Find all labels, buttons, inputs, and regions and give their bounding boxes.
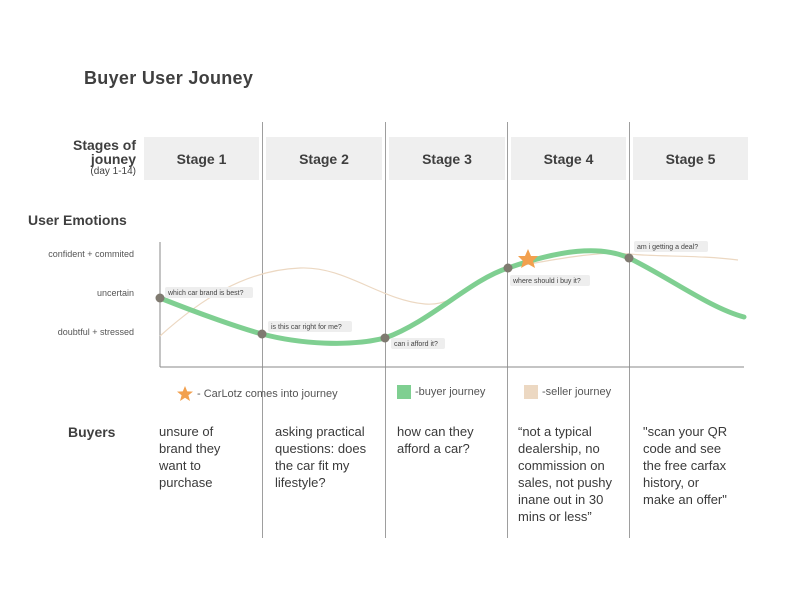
legend-carlotz-label: - CarLotz comes into journey <box>197 388 338 400</box>
annotation-where-buy: where should i buy it? <box>512 278 581 285</box>
emotions-label: User Emotions <box>28 212 127 228</box>
buyer-stage-4-text: “not a typical dealership, no commission… <box>518 423 628 525</box>
page-title: Buyer User Jouney <box>84 68 254 88</box>
journey-point <box>155 293 165 303</box>
text-line: purchase <box>159 475 213 490</box>
text-line: "scan your QR <box>643 424 728 439</box>
seller-swatch <box>524 385 538 399</box>
text-line: lifestyle? <box>275 475 326 490</box>
annotation-deal: am i getting a deal? <box>637 244 698 251</box>
legend-seller-label: -seller journey <box>542 386 612 398</box>
legend-buyer-label: -buyer journey <box>415 386 486 398</box>
text-line: sales, not pushy <box>518 475 612 490</box>
journey-point <box>624 253 634 263</box>
buyer-stage-3-text: how can they afford a car? <box>397 423 505 457</box>
legend-seller: -seller journey <box>524 385 611 399</box>
legend-carlotz: - CarLotz comes into journey <box>176 385 338 403</box>
buyer-stage-1-text: unsure of brand they want to purchase <box>159 423 259 491</box>
legend-buyer: -buyer journey <box>397 385 485 399</box>
star-icon <box>177 386 193 401</box>
stage-divider <box>507 122 508 538</box>
y-level-confident: confident + commited <box>48 249 134 259</box>
text-line: mins or less” <box>518 509 592 524</box>
journey-point <box>257 329 267 339</box>
y-level-uncertain: uncertain <box>96 288 134 298</box>
text-line: the car fit my <box>275 458 350 473</box>
stage-1-box: Stage 1 <box>144 137 259 180</box>
buyer-stage-2-text: asking practical questions: does the car… <box>275 423 383 491</box>
stage-divider <box>385 122 386 538</box>
text-line: inane out in 30 <box>518 492 604 507</box>
annotation-bg <box>268 321 352 332</box>
stages-label-sub: (day 1-14) <box>90 166 136 177</box>
journey-point <box>503 263 513 273</box>
text-line: want to <box>159 458 201 473</box>
text-line: make an offer" <box>643 492 727 507</box>
journey-point <box>380 333 390 343</box>
annotation-bg <box>510 275 590 286</box>
text-line: afford a car? <box>397 441 470 456</box>
stages-label-main: Stages of jouney <box>72 137 136 167</box>
stage-3-box: Stage 3 <box>389 137 505 180</box>
text-line: unsure of <box>159 424 214 439</box>
annotation-bg <box>634 241 708 252</box>
buyers-label: Buyers <box>68 424 116 440</box>
text-line: the free carfax <box>643 458 727 473</box>
annotation-afford: can i afford it? <box>394 341 438 348</box>
text-line: brand they <box>159 441 221 456</box>
text-line: commission on <box>518 458 605 473</box>
text-line: asking practical <box>275 424 365 439</box>
text-line: questions: does <box>275 441 367 456</box>
text-line: history, or <box>643 475 700 490</box>
stage-2-box: Stage 2 <box>266 137 382 180</box>
stage-4-box: Stage 4 <box>511 137 626 180</box>
y-level-doubtful: doubtful + stressed <box>57 327 134 337</box>
carlotz-star-icon <box>518 249 538 268</box>
annotation-bg <box>391 338 445 349</box>
buyer-swatch <box>397 385 411 399</box>
stage-divider <box>629 122 630 538</box>
buyer-stage-5-text: "scan your QR code and see the free carf… <box>643 423 753 508</box>
text-line: code and see <box>643 441 722 456</box>
annotation-bg <box>165 287 253 298</box>
annotation-which-brand: which car brand is best? <box>167 290 244 297</box>
text-line: dealership, no <box>518 441 600 456</box>
text-line: “not a typical <box>518 424 592 439</box>
text-line: how can they <box>397 424 474 439</box>
stages-row-label: Stages of jouney (day 1-14) <box>66 138 136 178</box>
annotation-right-for-me: is this car right for me? <box>271 324 342 331</box>
stage-5-box: Stage 5 <box>633 137 748 180</box>
